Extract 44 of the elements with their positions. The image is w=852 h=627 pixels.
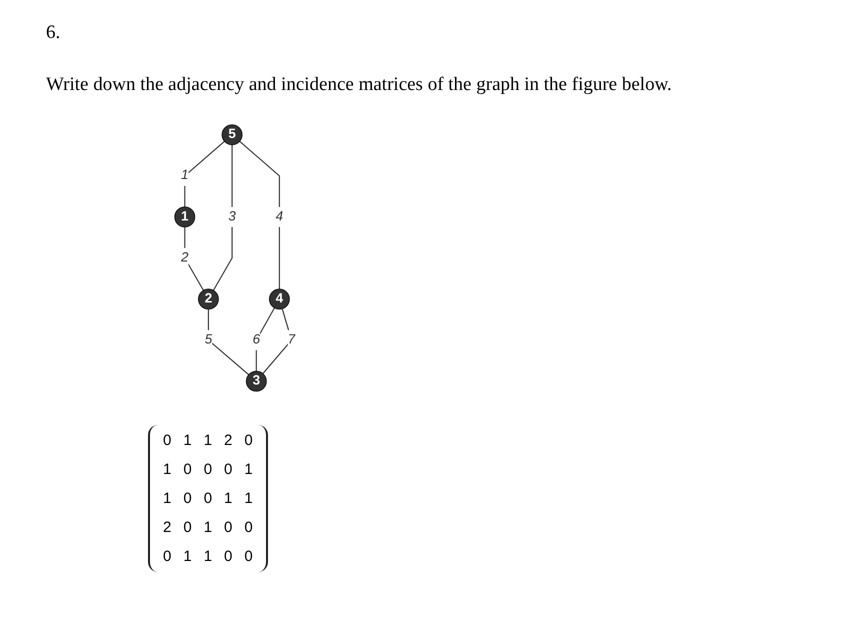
node-circle: 3 [246,370,267,392]
matrix-entry: 0 [223,518,234,538]
connector [212,144,233,291]
node-circle: 2 [198,288,219,310]
connector [239,140,280,290]
node-circle: 5 [222,124,243,146]
matrix-entry: 1 [223,489,234,509]
matrix-entry: 1 [182,547,193,567]
matrix-entry: 0 [162,547,172,567]
question-number: 6. [46,22,60,44]
connector [184,140,225,207]
connector [256,308,275,372]
matrix-entry: 0 [243,547,254,567]
matrix-entry: 0 [243,518,254,538]
matrix-entry: 1 [202,547,214,567]
matrix-entry: 0 [182,460,193,480]
matrix-entry: 1 [182,431,193,451]
matrix-entry: 0 [182,489,193,509]
edge-label: 2 [181,250,189,265]
matrix-entry: 1 [243,460,254,480]
connector [184,226,204,291]
edge-label: 3 [228,209,236,224]
matrix-entry: 0 [202,460,214,480]
matrix-entry: 0 [162,431,172,451]
node-circle: 4 [268,288,290,310]
edge-label: 4 [276,209,284,224]
matrix-entry: 0 [223,460,234,480]
matrix-entry: 0 [223,547,234,567]
matrix-entry: 1 [243,489,254,509]
edge-label: 5 [204,332,212,347]
connector [208,309,250,376]
matrix-entry: 2 [223,431,234,451]
matrix-entry: 0 [243,431,254,451]
matrix-entry: 1 [162,489,172,509]
matrix-entry: 1 [162,460,172,480]
matrix-entry: 2 [162,518,172,538]
edge-label: 1 [181,168,189,183]
matrix-entry: 0 [202,489,214,509]
matrix-entry: 1 [202,518,214,538]
node-circle: 1 [174,206,196,228]
matrix-entry: 1 [202,431,214,451]
edge-label: 6 [252,332,260,347]
question-text: Write down the adjacency and incidence matrices of the graph in the figure below. [46,74,672,96]
matrix-entry: 0 [182,518,193,538]
